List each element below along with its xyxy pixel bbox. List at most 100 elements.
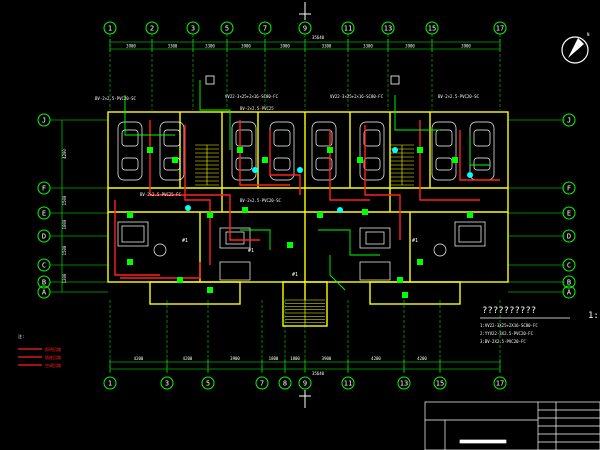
top-axis-5-label: 5 — [225, 25, 229, 33]
light-fixture — [207, 287, 213, 293]
top-axis-3: 3 — [186, 21, 200, 35]
top-axis-9-label: 9 — [303, 25, 307, 33]
feed-label-f: BV-2×2.5-PVC20-SC — [240, 198, 282, 203]
light-fixture — [127, 212, 133, 218]
wall-switch — [467, 172, 473, 178]
light-fixture — [402, 292, 408, 298]
top-axis-17: 17 — [493, 21, 507, 35]
row-axis-left-E: E — [37, 206, 51, 220]
row-axis-right-C-label: C — [567, 262, 571, 270]
scale-label: 1: — [588, 311, 599, 321]
feed-label-d: BV-2×2.5-PVC20-SC — [438, 94, 480, 99]
bottom-dim-4: 1800 — [290, 356, 300, 361]
bottom-axis-1: 1 — [103, 376, 117, 390]
notes-title: ?????????? — [482, 306, 536, 316]
row-axis-left-C: C — [37, 258, 51, 272]
light-fixture — [397, 277, 403, 283]
left-row-axis-bubbles: J F E D CBA — [37, 113, 51, 299]
top-axis-15: 15 — [425, 21, 439, 35]
green-wiring — [124, 80, 490, 291]
top-axis-2: 2 — [145, 21, 159, 35]
row-axis-left-E-label: E — [42, 210, 46, 218]
legend: 注: 照明回路 插座回路 空调回路 — [18, 333, 61, 368]
bottom-axis-9: 9 — [298, 376, 312, 390]
left-dim-1: 1500 — [62, 195, 67, 205]
row-axis-right-B: B — [562, 275, 576, 289]
bottom-axis-9-label: 9 — [303, 380, 307, 388]
room-label-3: #1 — [292, 272, 298, 278]
bottom-axis-8-label: 8 — [283, 380, 287, 388]
bottom-axis-5-label: 5 — [206, 380, 210, 388]
legend-item-3: 空调回路 — [45, 362, 61, 368]
legend-item-2: 插座回路 — [45, 354, 61, 360]
top-axis-1-label: 1 — [108, 25, 112, 33]
wall-switch — [252, 167, 258, 173]
feeder-labels: BV-2×2.5-PVC20-SC VV22-3×25+2×16-SC80-FC… — [95, 94, 480, 203]
row-axis-right-J: J — [562, 113, 576, 127]
meter-box — [205, 75, 215, 85]
top-dim-2: 3300 — [205, 44, 215, 49]
bottom-axis-8: 8 — [278, 376, 292, 390]
legend-title: 注: — [18, 333, 24, 339]
top-dim-5: 3300 — [322, 44, 332, 49]
top-axis-11-label: 11 — [344, 25, 352, 33]
car-symbol — [431, 121, 457, 181]
bottom-axis-15: 15 — [433, 376, 447, 390]
light-fixture — [467, 212, 473, 218]
bottom-dim-5: 3900 — [322, 356, 332, 361]
feed-label-a: BV-2×2.5-PVC20-SC — [95, 96, 137, 101]
row-axis-left-D: D — [37, 229, 51, 243]
top-axis-1: 1 — [103, 21, 117, 35]
bottom-axis-11-label: 11 — [344, 380, 352, 388]
row-axis-right-B-label: B — [567, 279, 571, 287]
bottom-axis-11: 11 — [341, 376, 355, 390]
wall-switch — [392, 147, 398, 153]
light-fixture — [177, 277, 183, 283]
top-dim-4: 3900 — [280, 44, 290, 49]
room-label-1: #1 — [182, 238, 188, 244]
left-dim-2: 1800 — [62, 219, 67, 229]
legend-item-1: 照明回路 — [45, 346, 61, 352]
row-axis-left-D-label: D — [42, 233, 46, 241]
bottom-dim-7: 4200 — [417, 356, 427, 361]
light-fixture — [287, 242, 293, 248]
row-axis-left-B: B — [37, 275, 51, 289]
bottom-axis-7-label: 7 — [260, 380, 264, 388]
left-dim-4: 1200 — [62, 273, 67, 283]
bottom-axis-7: 7 — [255, 376, 269, 390]
top-axis-5: 5 — [220, 21, 234, 35]
row-axis-left-A: A — [37, 285, 51, 299]
top-axis-3-label: 3 — [191, 25, 195, 33]
bottom-axis-13-label: 13 — [400, 380, 408, 388]
feed-label-b: VV22-3×25+2×16-SC80-FC — [225, 94, 279, 99]
wall-switch — [185, 205, 191, 211]
row-axis-right-J-label: J — [567, 117, 571, 125]
car-symbol — [359, 121, 385, 181]
light-fixture — [207, 212, 213, 218]
north-label: N — [587, 32, 590, 37]
top-axis-2-label: 2 — [150, 25, 154, 33]
notes-block: ?????????? 1:VV22-3X25+2X16-SC80-FC 2:YY… — [480, 306, 599, 344]
top-dim-7: 3900 — [405, 44, 415, 49]
row-axis-right-D-label: D — [567, 233, 571, 241]
row-axis-right-A: A — [562, 285, 576, 299]
row-axis-left-A-label: A — [42, 289, 47, 297]
bottom-axis-15-label: 15 — [436, 380, 444, 388]
light-fixture — [362, 209, 368, 215]
top-axis-13-label: 13 — [384, 25, 392, 33]
left-dim-3: 1500 — [62, 245, 67, 255]
notes-line-1: 1:VV22-3X25+2X16-SC80-FC — [480, 323, 538, 328]
top-axis-13: 13 — [381, 21, 395, 35]
row-axis-left-J-label: J — [42, 117, 46, 125]
row-axis-right-E: E — [562, 206, 576, 220]
north-arrow: N — [561, 32, 590, 64]
bottom-dim-0: 4200 — [134, 356, 144, 361]
row-axis-left-F-label: F — [42, 185, 46, 193]
light-fixture — [242, 207, 248, 213]
